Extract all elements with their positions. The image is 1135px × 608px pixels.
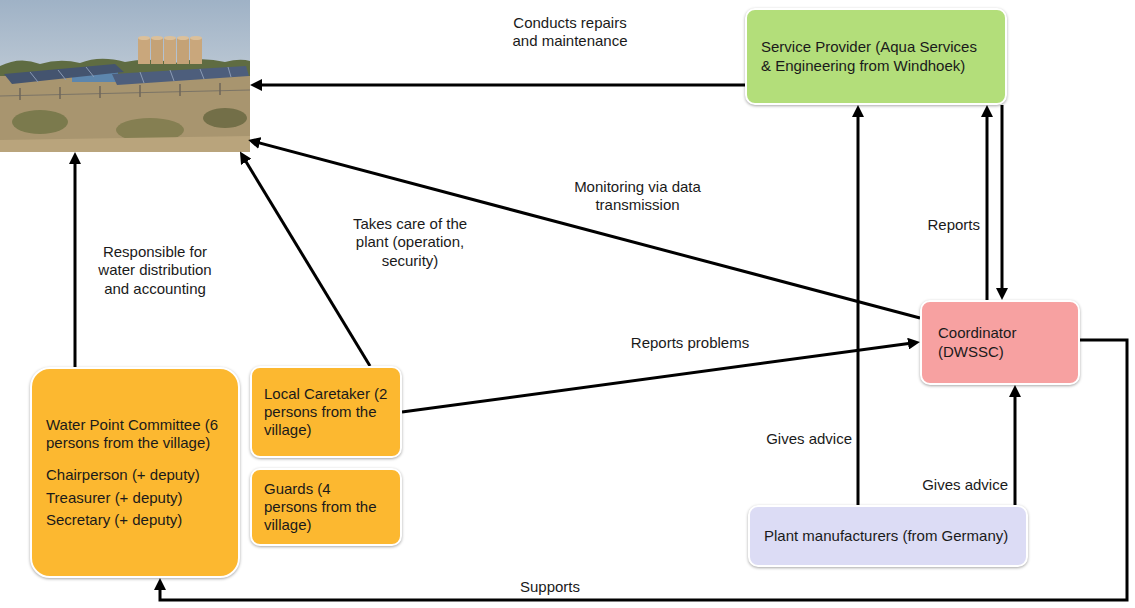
- tank-top: [177, 36, 189, 40]
- distribution-arrow: [74, 156, 77, 367]
- box-heading: Guards (4 persons from the village): [264, 480, 388, 535]
- connector-label: Gives advice: [750, 430, 852, 448]
- box-line: Chairperson (+ deputy): [46, 466, 224, 484]
- repair-arrow: [254, 84, 745, 87]
- tank: [151, 38, 163, 64]
- box-heading: Plant manufacturers (from Germany): [764, 527, 1012, 545]
- dry-grass: [0, 136, 250, 152]
- box-heading: Water Point Committee (6 persons from th…: [46, 416, 224, 453]
- caretaker-box: Local Caretaker (2 persons from the vill…: [250, 366, 402, 458]
- guards-box: Guards (4 persons from the village): [250, 468, 402, 546]
- box-heading: Service Provider (Aqua Services & Engine…: [761, 38, 991, 75]
- tank: [177, 38, 189, 64]
- tank-top: [138, 36, 150, 40]
- connector-label: Reports: [910, 216, 980, 234]
- box-heading: Coordinator (DWSSC): [938, 324, 1062, 361]
- sky: [0, 0, 250, 152]
- tank: [138, 38, 150, 64]
- tank-top: [151, 36, 163, 40]
- connector-label: Supports: [490, 578, 610, 596]
- coordinator-box: Coordinator (DWSSC): [920, 300, 1080, 385]
- care-arrow: [242, 155, 370, 366]
- box-heading: Local Caretaker (2 persons from the vill…: [264, 385, 388, 440]
- bush: [12, 110, 68, 134]
- committee-box: Water Point Committee (6 persons from th…: [30, 367, 240, 578]
- connector-arrow: [986, 109, 989, 300]
- provider-box: Service Provider (Aqua Services & Engine…: [745, 8, 1007, 105]
- manufacturer-box: Plant manufacturers (from Germany): [748, 505, 1028, 567]
- action-label: Responsible for water distribution and a…: [84, 243, 226, 298]
- fence: [0, 90, 250, 96]
- tank-top: [164, 36, 176, 40]
- ground: [0, 76, 250, 152]
- panel-grid: [30, 67, 231, 83]
- connector-label: Gives advice: [906, 476, 1008, 494]
- tank: [164, 38, 176, 64]
- box-line: Secretary (+ deputy): [46, 511, 224, 529]
- connector-label: Reports problems: [620, 334, 760, 352]
- connector-arrow: [402, 343, 916, 412]
- connector-arrow: [1014, 389, 1017, 505]
- solar-panel-row: [4, 64, 124, 84]
- action-label: Takes care of the plant (operation, secu…: [346, 215, 474, 270]
- plant-photo: [0, 0, 250, 152]
- action-label: Conducts repairs and maintenance: [505, 14, 635, 51]
- action-label: Monitoring via data transmission: [565, 178, 710, 215]
- connector-arrow: [857, 109, 860, 505]
- tank: [190, 38, 202, 64]
- connector-arrow: [1001, 105, 1004, 296]
- monitoring-arrow: [252, 141, 920, 318]
- box-line: Treasurer (+ deputy): [46, 489, 224, 507]
- water-tanks: [138, 36, 202, 64]
- bush: [203, 108, 247, 128]
- tank-top: [190, 36, 202, 40]
- fence-posts: [20, 83, 220, 100]
